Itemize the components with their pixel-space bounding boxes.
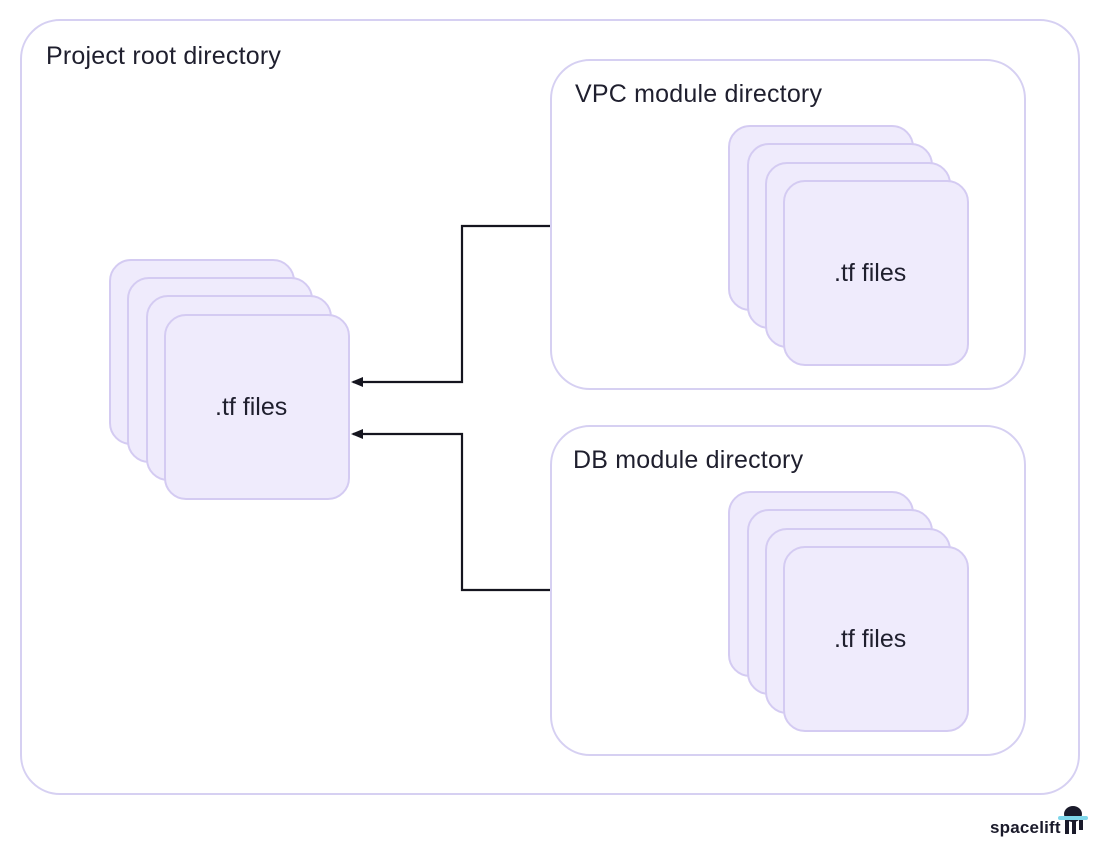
vpc-tf-file-card <box>783 180 969 366</box>
spacelift-wordmark: spacelift <box>990 818 1061 837</box>
db-tf-files-label: .tf files <box>834 625 907 653</box>
db-tf-file-card <box>783 546 969 732</box>
project-root-directory-label: Project root directory <box>46 42 282 70</box>
vpc-module-directory-label: VPC module directory <box>575 80 823 108</box>
db-module-directory-label: DB module directory <box>573 446 804 474</box>
vpc-tf-files-label: .tf files <box>834 259 907 287</box>
root-tf-files-label: .tf files <box>215 393 288 421</box>
astronaut-logo-icon <box>1058 806 1088 834</box>
root-tf-file-card <box>164 314 350 500</box>
